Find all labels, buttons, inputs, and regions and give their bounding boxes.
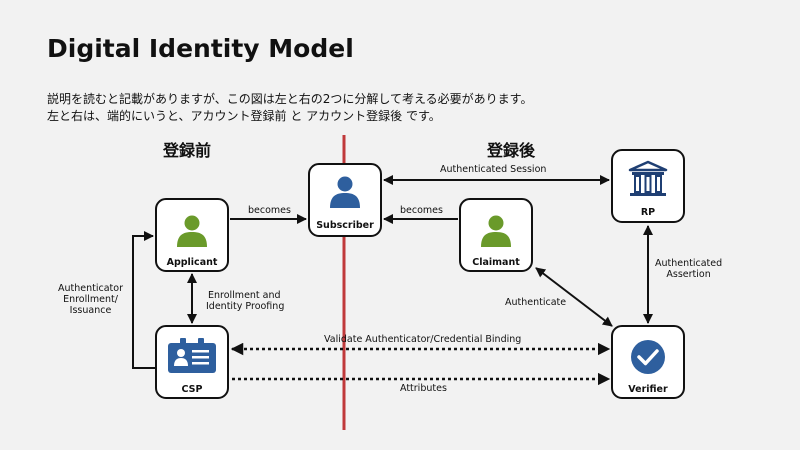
node-rp-label: RP xyxy=(640,207,656,218)
check-circle-icon xyxy=(631,340,665,374)
label-authenticated-assertion: Authenticated Assertion xyxy=(655,258,723,280)
description-line-2: 左と右は、端的にいうと、アカウント登録前 と アカウント登録後 です。 xyxy=(47,109,441,123)
node-verifier: Verifier xyxy=(611,325,685,399)
label-authenticator-enrollment: Authenticator Enrollment/ Issuance xyxy=(58,283,123,316)
node-applicant: Applicant xyxy=(155,198,229,272)
node-verifier-label: Verifier xyxy=(628,384,668,395)
section-before-registration: 登録前 xyxy=(163,141,212,160)
person-icon xyxy=(177,215,207,247)
node-subscriber-label: Subscriber xyxy=(316,220,374,231)
person-icon xyxy=(481,215,511,247)
section-after-registration: 登録後 xyxy=(487,141,536,160)
label-becomes-right: becomes xyxy=(400,205,443,216)
label-authenticate: Authenticate xyxy=(505,297,567,308)
node-rp: RP xyxy=(611,149,685,223)
id-card-icon xyxy=(168,338,216,373)
bank-building-icon xyxy=(628,160,668,196)
edge-claimant-verifier xyxy=(535,267,613,327)
label-enrollment: Enrollment and Identity Proofing xyxy=(206,290,285,312)
description-line-1: 説明を読むと記載がありますが、この図は左と右の2つに分解して考える必要があります… xyxy=(47,92,533,106)
slide-title: Digital Identity Model xyxy=(47,34,354,63)
label-attributes: Attributes xyxy=(400,383,447,394)
node-subscriber: Subscriber xyxy=(308,163,382,237)
edge-csp-applicant-loop xyxy=(132,231,155,369)
node-csp: CSP xyxy=(155,325,229,399)
label-authenticated-session: Authenticated Session xyxy=(440,164,547,175)
node-applicant-label: Applicant xyxy=(166,257,218,268)
node-csp-label: CSP xyxy=(181,384,203,395)
label-validate-binding: Validate Authenticator/Credential Bindin… xyxy=(324,334,522,345)
person-icon xyxy=(330,176,360,208)
label-becomes-left: becomes xyxy=(248,205,291,216)
node-claimant: Claimant xyxy=(459,198,533,272)
node-claimant-label: Claimant xyxy=(472,257,520,268)
